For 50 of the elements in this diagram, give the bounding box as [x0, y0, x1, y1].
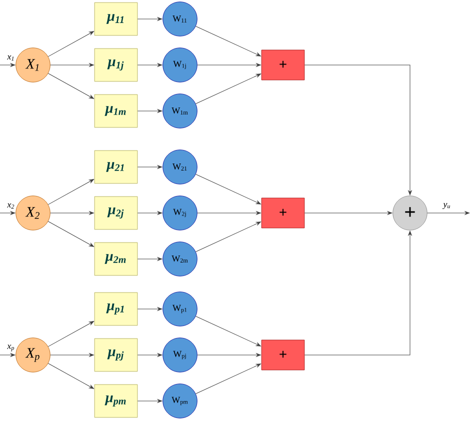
membership-box: μ$_{1j}$	[94, 48, 138, 82]
arrow	[137, 399, 162, 403]
edge-label: y$_{u}$	[442, 202, 452, 210]
arrow	[0, 63, 16, 67]
arrow	[196, 222, 261, 252]
arrow	[0, 353, 16, 357]
arrow	[196, 26, 261, 56]
arrow	[304, 64, 412, 196]
arrow	[137, 63, 162, 67]
arrow	[48, 31, 94, 57]
arrow	[0, 211, 16, 215]
edge-label: x$_{2}$	[6, 202, 16, 210]
arrow	[48, 321, 94, 347]
arrow	[427, 211, 470, 215]
arrow	[48, 179, 94, 205]
arrow	[50, 211, 94, 215]
arrow	[137, 257, 162, 261]
membership-box: μ$_{11}$	[94, 2, 138, 36]
edge-label: x$_{p}$	[6, 344, 16, 352]
arrow	[196, 364, 261, 394]
membership-box: μ$_{pm}$	[94, 384, 138, 418]
arrow	[48, 363, 94, 389]
sum-box: +	[261, 198, 305, 228]
membership-box: μ$_{pj}$	[94, 338, 138, 372]
arrow	[196, 316, 261, 346]
membership-box: μ$_{21}$	[94, 150, 138, 184]
arrow	[50, 353, 94, 357]
arrow	[48, 73, 94, 99]
arrow	[137, 307, 162, 311]
membership-box: μ$_{1m}$	[94, 94, 138, 128]
arrow	[196, 74, 261, 104]
membership-box: μ$_{p1}$	[94, 292, 138, 326]
arrow	[137, 353, 162, 357]
arrow	[197, 353, 261, 357]
arrow	[137, 211, 162, 215]
membership-box: μ$_{2j}$	[94, 196, 138, 230]
arrow	[137, 17, 162, 21]
arrow	[197, 211, 261, 215]
arrow	[137, 165, 162, 169]
arrow	[50, 63, 94, 67]
arrow	[304, 230, 412, 356]
arrow	[137, 109, 162, 113]
sum-box: +	[261, 340, 305, 370]
arrow	[196, 174, 261, 204]
sum-box: +	[261, 50, 305, 80]
arrow	[48, 221, 94, 247]
membership-box: μ$_{2m}$	[94, 242, 138, 276]
arrow	[197, 63, 261, 67]
edge-label: x$_{1}$	[6, 54, 16, 62]
arrow	[304, 211, 392, 215]
